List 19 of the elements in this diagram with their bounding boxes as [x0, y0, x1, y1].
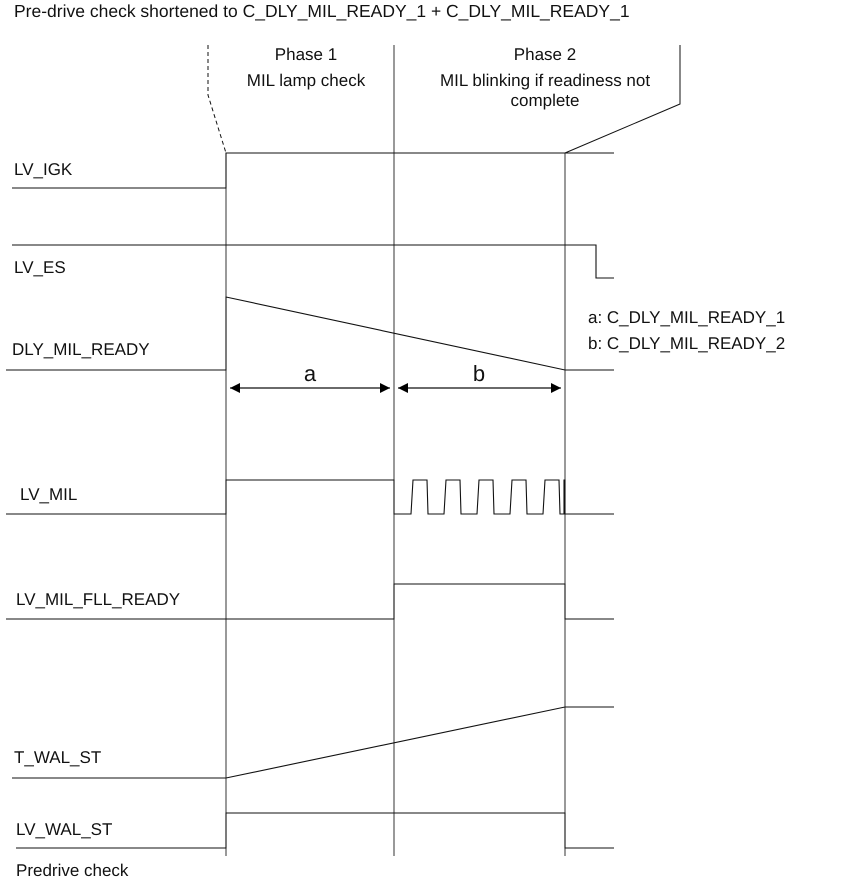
leader-line — [564, 44, 680, 154]
signal-name: LV_ES — [14, 258, 66, 278]
legend-text: b: C_DLY_MIL_READY_2 — [588, 334, 786, 354]
dimension-label: a — [304, 362, 316, 386]
signal-name: DLY_MIL_READY — [12, 340, 150, 360]
leader-line — [208, 44, 226, 154]
phase-heading: Phase 1 — [274, 45, 338, 65]
heading-text: Pre-drive check shortened to C_DLY_MIL_READY_1 + C_DLY_MIL_READY_1 — [14, 1, 630, 21]
legend-text: a: C_DLY_MIL_READY_1 — [588, 308, 786, 328]
signal-name: LV_MIL_FLL_READY — [16, 590, 180, 610]
phase-description: MIL lamp check — [246, 71, 366, 91]
signal-name: LV_MIL — [20, 485, 78, 505]
phase-description: MIL blinking if readiness not complete — [438, 71, 652, 111]
phase-heading: Phase 2 — [514, 45, 576, 65]
caption-text: Predrive check — [16, 861, 128, 881]
signal-name: LV_WAL_ST — [16, 820, 112, 840]
signal-name: T_WAL_ST — [14, 748, 102, 768]
dimension-label: b — [472, 362, 486, 386]
signal-name: LV_IGK — [14, 160, 72, 180]
